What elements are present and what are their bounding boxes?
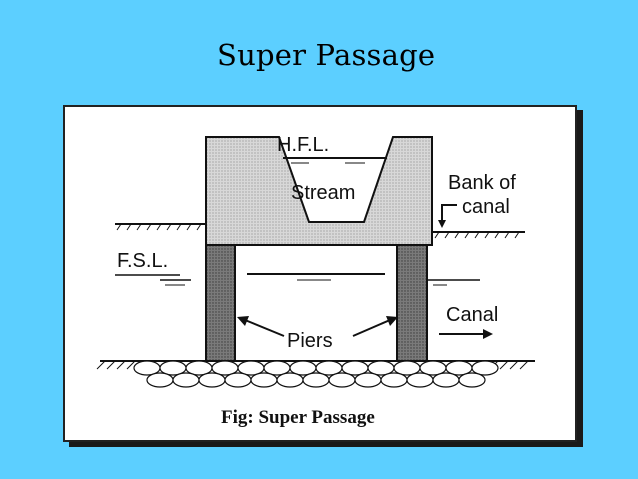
hfl-label: H.F.L. xyxy=(277,134,329,156)
right-bank-hatch xyxy=(434,231,520,239)
figure-frame: H.F.L. Stream Bank of canal F.S.L. Canal… xyxy=(63,105,577,442)
bank-of-canal-label-line1: Bank of xyxy=(448,172,516,194)
piers-arrow-left xyxy=(244,319,285,337)
canal-label: Canal xyxy=(446,304,498,326)
foundation-stones xyxy=(133,360,499,388)
fsl-label: F.S.L. xyxy=(117,250,168,272)
bank-of-canal-label-line2: canal xyxy=(462,196,510,218)
piers-arrow-right xyxy=(352,319,391,337)
left-bank-hatch xyxy=(116,223,202,231)
piers-label: Piers xyxy=(287,330,333,352)
super-passage-diagram: H.F.L. Stream Bank of canal F.S.L. Canal… xyxy=(96,134,535,428)
canal-bed-hatch xyxy=(96,360,529,370)
stream-trough xyxy=(205,136,433,246)
right-pier xyxy=(396,244,428,362)
stream-label: Stream xyxy=(291,182,355,204)
left-pier xyxy=(205,244,236,362)
slide-title: Super Passage xyxy=(217,38,436,72)
figure-caption: Fig: Super Passage xyxy=(221,407,375,428)
bank-pointer-arrow xyxy=(441,204,457,225)
